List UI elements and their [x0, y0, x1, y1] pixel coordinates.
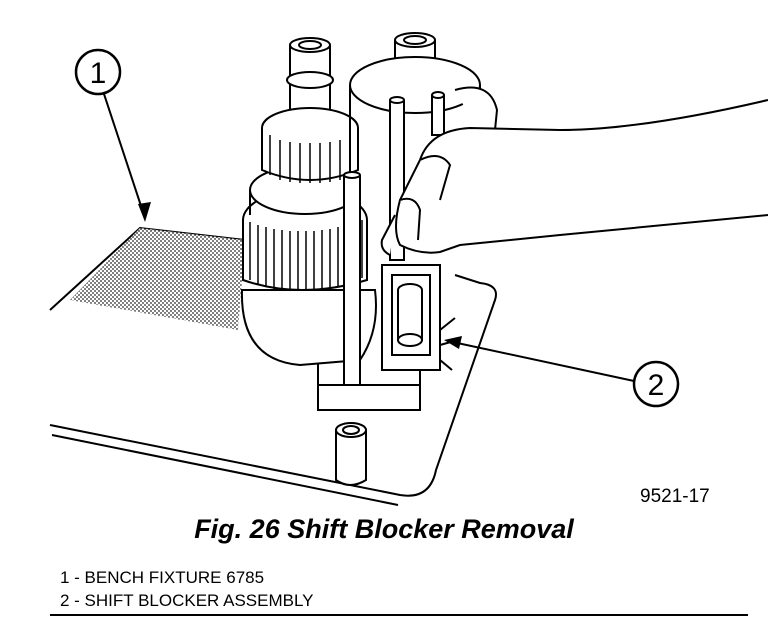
fixture-shaded-area	[70, 228, 245, 330]
figure-caption: Fig. 26 Shift Blocker Removal	[194, 514, 574, 544]
callout-2-label: 2	[648, 369, 665, 402]
countershaft-gear	[349, 32, 499, 190]
fixture-pin	[335, 422, 367, 486]
lower-gear-stack	[240, 165, 377, 367]
main-shaft	[261, 37, 359, 183]
figure-code: 9521-17	[640, 486, 710, 507]
legend-item-1: 1 - BENCH FIXTURE 6785	[60, 568, 265, 587]
callout-1-label: 1	[90, 57, 107, 90]
bottom-rule	[50, 614, 748, 616]
callout-2: 2	[444, 336, 680, 408]
figure-legend: 1 - BENCH FIXTURE 6785 2 - SHIFT BLOCKER…	[60, 566, 314, 612]
technician-hand	[380, 99, 768, 256]
legend-item-2: 2 - SHIFT BLOCKER ASSEMBLY	[60, 591, 314, 610]
shift-blocker-illustration: 1 2	[49, 32, 768, 506]
shift-rods	[343, 91, 445, 386]
callout-1: 1	[74, 48, 151, 222]
shift-blocker-assembly	[381, 264, 459, 371]
